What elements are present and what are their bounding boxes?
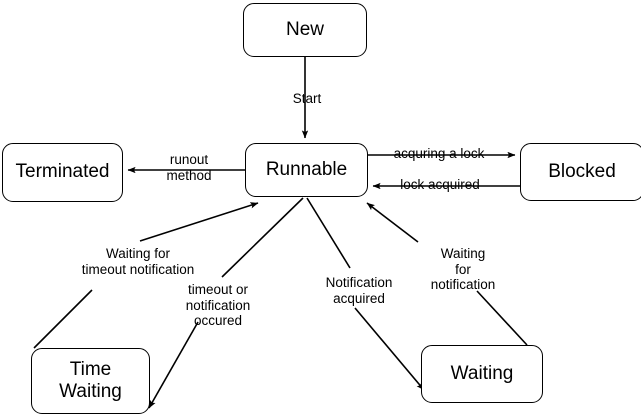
edge-label-waiting-for-notification: Waiting for notification bbox=[430, 246, 496, 293]
node-waiting[interactable]: Waiting bbox=[421, 345, 543, 403]
edge-label-runout-method: runout method bbox=[166, 152, 212, 183]
edge-runnable-to-waiting bbox=[306, 197, 425, 391]
node-blocked[interactable]: Blocked bbox=[520, 143, 641, 201]
edge-timewaiting-to-runnable bbox=[33, 202, 259, 349]
node-terminated[interactable]: Terminated bbox=[2, 143, 123, 202]
node-time-waiting[interactable]: Time Waiting bbox=[31, 348, 150, 414]
edge-label-waiting-for-timeout-notification: Waiting for timeout notification bbox=[81, 246, 195, 277]
edge-label-timeout-or-notification-occured: timeout or notification occured bbox=[185, 282, 251, 329]
edge-label-start: Start bbox=[292, 91, 322, 106]
edge-runnable-to-timewaiting bbox=[148, 197, 304, 409]
node-new[interactable]: New bbox=[243, 3, 367, 57]
edge-label-notification-acquired: Notification acquired bbox=[325, 275, 393, 306]
node-runnable[interactable]: Runnable bbox=[245, 143, 368, 197]
edge-label-acquring-a-lock: acquring a lock bbox=[393, 146, 485, 161]
edge-waiting-to-runnable bbox=[366, 202, 528, 346]
edge-label-lock-acquired: lock acquired bbox=[400, 177, 480, 192]
